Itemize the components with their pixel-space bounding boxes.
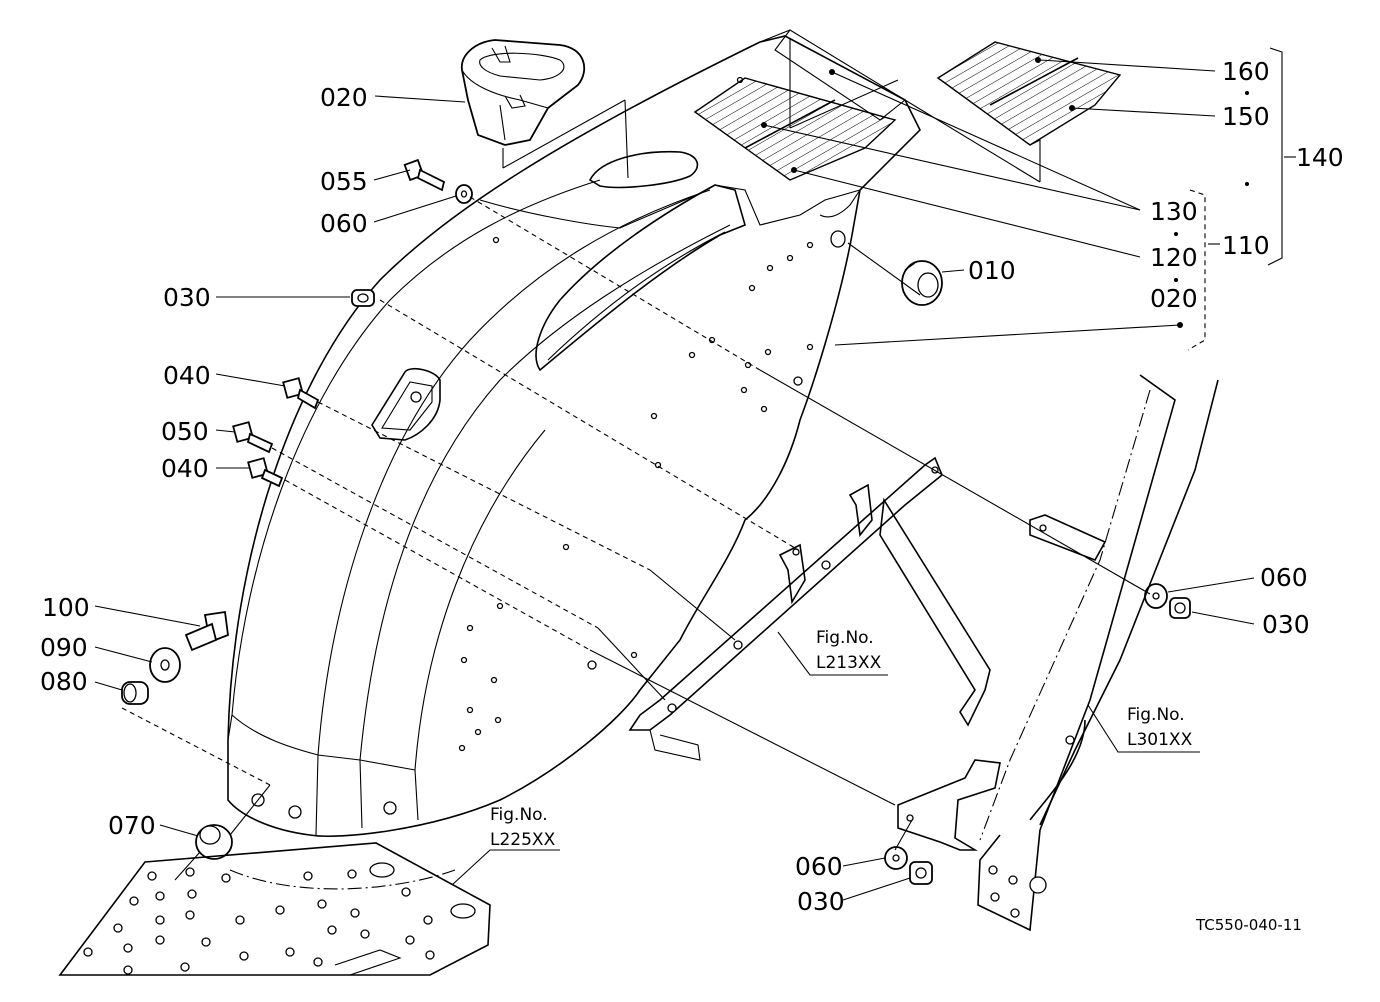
label-140: 140 <box>1296 143 1344 172</box>
cup-holder-part <box>461 39 629 179</box>
grommet-070 <box>195 824 233 860</box>
washer-060-bottom <box>884 846 908 870</box>
label-110: 110 <box>1222 231 1270 260</box>
frame-l301 <box>897 374 1219 932</box>
figure-reference-l213: Fig.No. L213XX <box>816 628 882 673</box>
label-100: 100 <box>42 593 90 622</box>
label-060-top: 060 <box>320 209 368 238</box>
bolt-040-b <box>247 457 284 488</box>
collar-080 <box>121 681 149 705</box>
label-010: 010 <box>968 256 1016 285</box>
fig-ref-l213-code: L213XX <box>816 653 882 673</box>
nut-030-bottom <box>909 861 933 885</box>
fig-ref-l225-code: L225XX <box>490 830 556 850</box>
mat-150-160 <box>936 41 1122 182</box>
step-plate-holes <box>83 867 435 975</box>
leader-lines <box>94 38 1255 901</box>
bolt-050 <box>232 421 274 454</box>
bolt-040-a <box>282 377 320 410</box>
nut-030-right <box>1169 597 1191 619</box>
label-040-a: 040 <box>163 361 211 390</box>
label-060-bottom: 060 <box>795 852 843 881</box>
separator-dots <box>1174 91 1249 328</box>
step-plate-l225 <box>58 842 491 976</box>
fender-holes <box>251 76 846 819</box>
label-050: 050 <box>161 417 209 446</box>
fig-ref-l213-title: Fig.No. <box>816 628 874 648</box>
bolt-100 <box>184 610 229 652</box>
label-040-b: 040 <box>161 454 209 483</box>
fender-body <box>227 29 921 837</box>
figure-reference-l225: Fig.No. L225XX <box>490 805 556 850</box>
label-020-cup: 020 <box>320 83 368 112</box>
nut-030-top <box>351 289 375 307</box>
label-080: 080 <box>40 667 88 696</box>
mat-120-130 <box>693 69 897 181</box>
drawing-code: TC550-040-11 <box>1195 916 1302 934</box>
grommet-010 <box>901 260 943 306</box>
fig-ref-l301-code: L301XX <box>1127 730 1193 750</box>
washer-090 <box>149 647 181 683</box>
label-055: 055 <box>320 167 368 196</box>
fig-ref-l301-title: Fig.No. <box>1127 705 1185 725</box>
part-labels: 020 055 060 030 040 050 040 100 090 080 … <box>40 57 1344 916</box>
bolt-055 <box>403 158 446 192</box>
washer-060-top <box>455 184 473 204</box>
label-160: 160 <box>1222 57 1270 86</box>
label-030-bottom: 030 <box>797 887 845 916</box>
label-030-right: 030 <box>1262 610 1310 639</box>
label-150: 150 <box>1222 102 1270 131</box>
bracket-l213 <box>628 456 1107 761</box>
label-070: 070 <box>108 811 156 840</box>
fig-ref-l225-title: Fig.No. <box>490 805 548 825</box>
label-120: 120 <box>1150 243 1198 272</box>
label-060-right: 060 <box>1260 563 1308 592</box>
label-090: 090 <box>40 633 88 662</box>
label-020-assy: 020 <box>1150 284 1198 313</box>
assembly-lines <box>121 47 1283 881</box>
figure-reference-l301: Fig.No. L301XX <box>1127 705 1193 750</box>
label-030-top: 030 <box>163 283 211 312</box>
label-130: 130 <box>1150 197 1198 226</box>
